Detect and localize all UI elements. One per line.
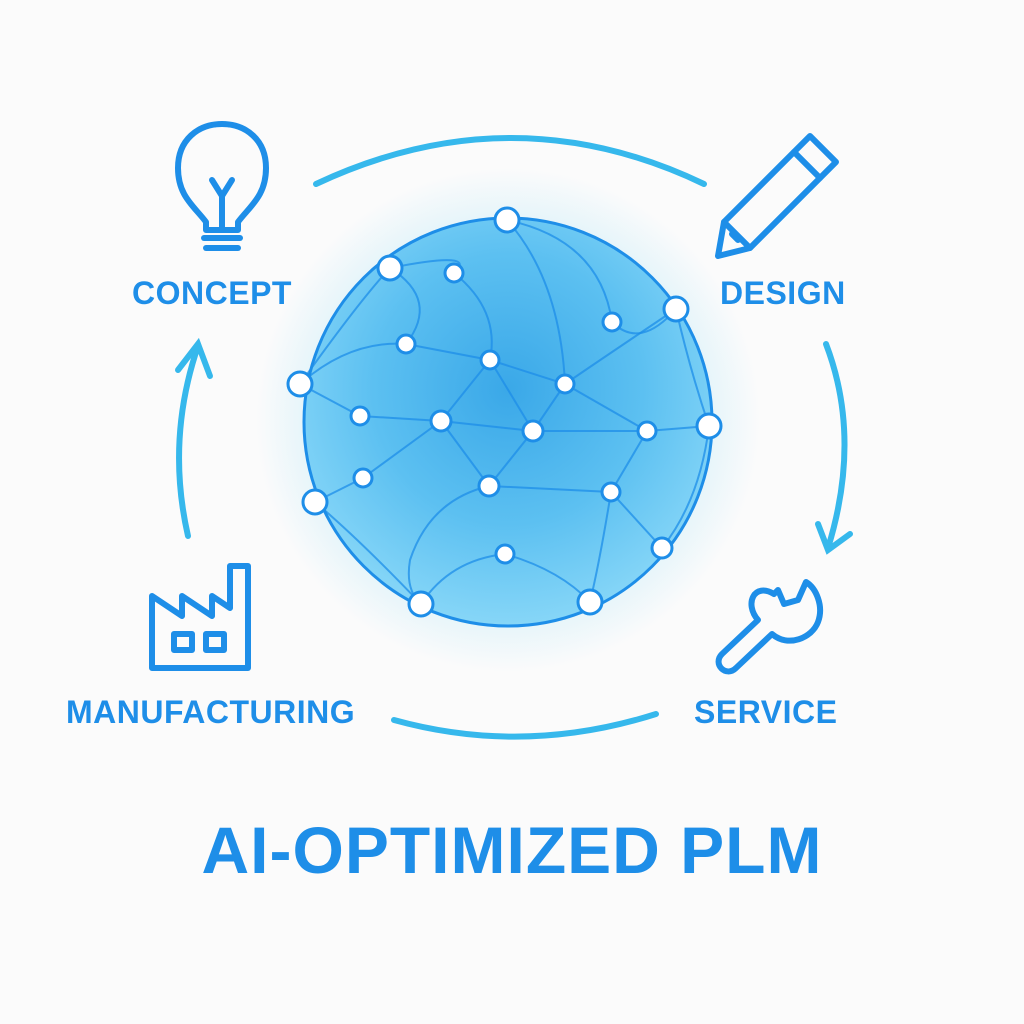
pencil-icon — [715, 133, 839, 259]
cycle-arrows — [175, 135, 853, 740]
network-nodes — [286, 206, 723, 618]
neural-network-sphere — [286, 206, 723, 628]
lightbulb-icon — [175, 121, 269, 251]
page-title: AI-OPTIMIZED PLM — [201, 813, 823, 887]
right-arrowhead — [815, 521, 853, 555]
left-arc-arrow — [176, 343, 201, 539]
wrench-icon — [715, 579, 824, 675]
top-arc — [313, 135, 707, 187]
stage-label-design: DESIGN — [720, 275, 846, 311]
left-arrowhead — [175, 337, 213, 379]
bottom-arc — [391, 711, 659, 740]
stage-label-service: SERVICE — [694, 694, 838, 730]
factory-icon — [149, 563, 251, 671]
right-arc-arrow — [823, 341, 848, 551]
stage-label-manufacturing: MANUFACTURING — [66, 694, 356, 730]
stage-label-concept: CONCEPT — [132, 275, 292, 311]
